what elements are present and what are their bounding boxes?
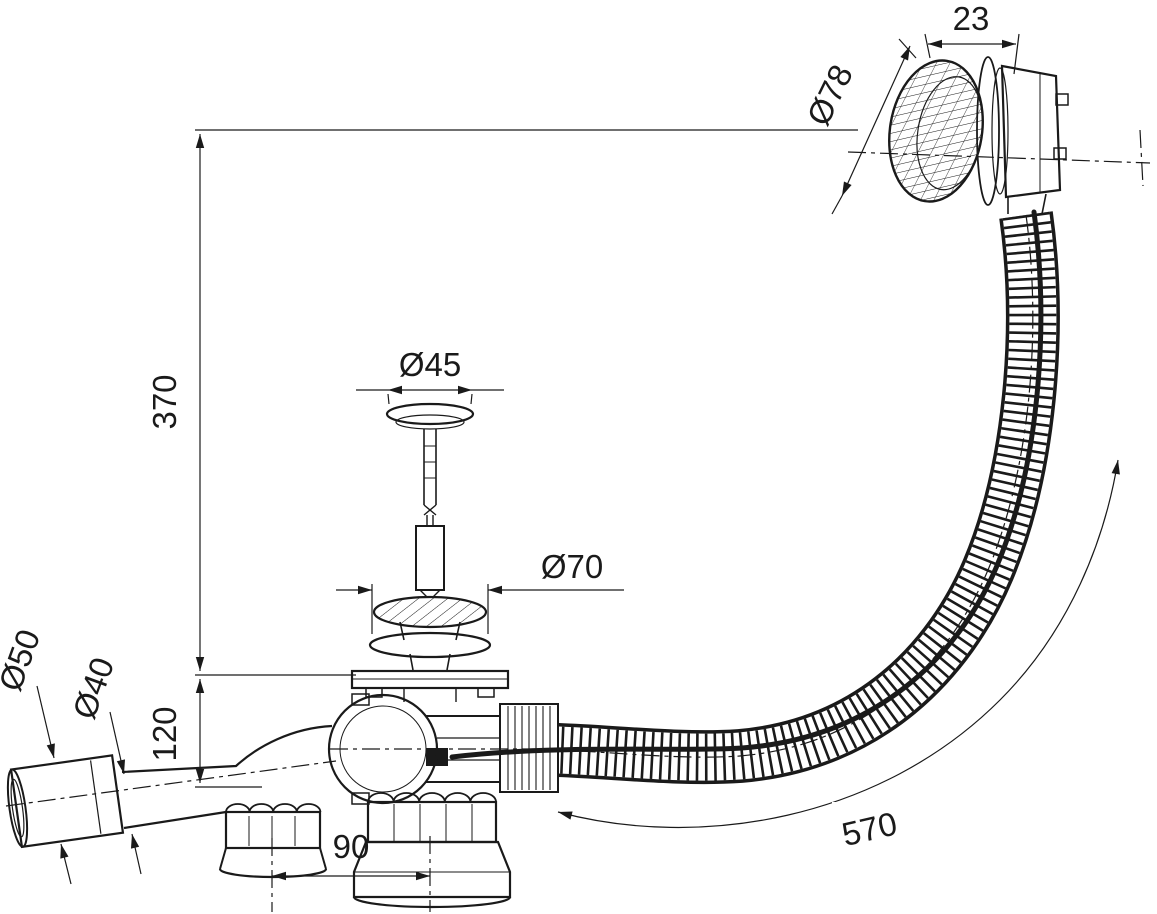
centerlines (5, 129, 1151, 912)
hose-centerline (557, 214, 1034, 758)
elbow-nut (218, 803, 328, 879)
dim-label-70: Ø70 (541, 548, 603, 585)
dim-label-120: 120 (146, 706, 183, 761)
strainer (350, 595, 510, 698)
dim-label-45: Ø45 (399, 346, 461, 383)
axis-end-tick (1139, 129, 1144, 187)
dim-label-23: 23 (953, 0, 990, 37)
dim-label-78: Ø78 (799, 59, 860, 131)
overflow-body (1000, 64, 1062, 199)
overflow-axis (847, 151, 1151, 164)
dimension-40: Ø40 (65, 652, 142, 875)
dim-label-50: Ø50 (0, 624, 47, 695)
elbow-axis (5, 760, 337, 807)
dimension-370: 370 (146, 129, 858, 676)
dimension-570: 570 (557, 459, 1120, 853)
corrugated-hose (557, 211, 1060, 785)
dim-label-370: 370 (146, 374, 183, 429)
drain-tee-body (327, 688, 559, 805)
overflow-assembly (888, 56, 1069, 215)
dimension-70: Ø70 (336, 548, 624, 634)
threaded-rod (415, 525, 445, 591)
outlet-socket (6, 754, 125, 849)
compression-nut (366, 792, 498, 844)
dimension-45: Ø45 (356, 346, 504, 405)
dimension-90: 90 (272, 828, 430, 881)
dimension-23: 23 (924, 0, 1020, 75)
trap-bell (352, 840, 512, 909)
waste-flange (350, 669, 510, 698)
drain-plug (385, 402, 475, 601)
overflow-flange-ring (976, 56, 1000, 206)
control-cable (426, 209, 1044, 766)
dim-label-90: 90 (333, 828, 370, 865)
dim-label-40: Ø40 (65, 652, 121, 723)
dimension-120: 120 (146, 679, 262, 788)
